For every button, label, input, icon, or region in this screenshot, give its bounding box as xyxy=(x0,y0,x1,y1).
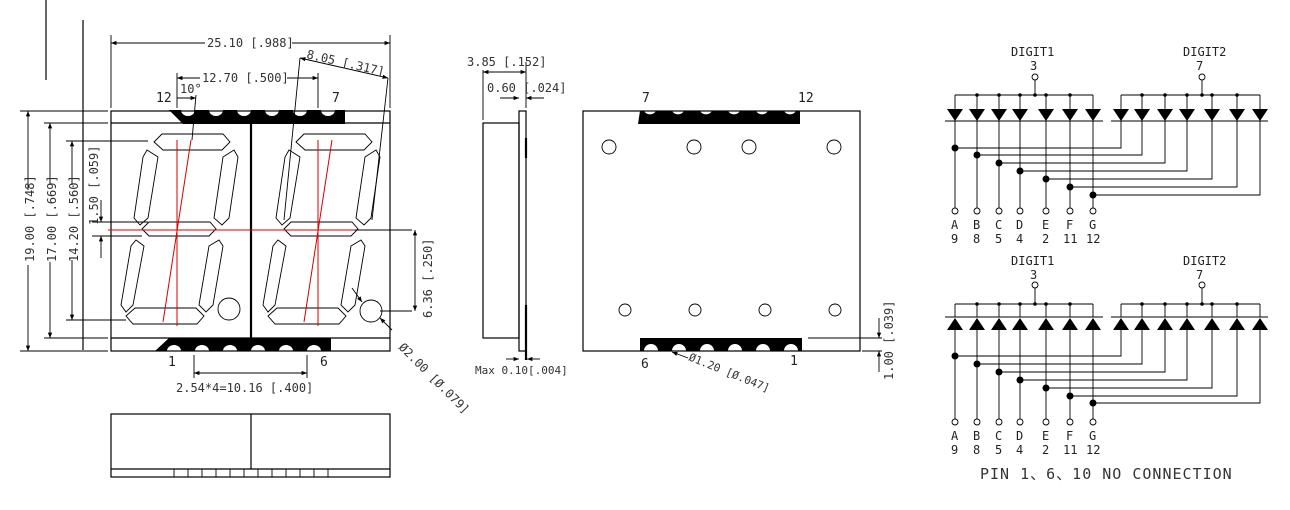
pin-num: 11 xyxy=(1063,232,1077,246)
back-pin-label-7: 7 xyxy=(642,91,650,106)
pin-num: 9 xyxy=(951,443,958,457)
seg-label-c: C xyxy=(995,218,1002,232)
pin-num: 5 xyxy=(995,232,1002,246)
pin-num: 8 xyxy=(973,232,980,246)
width-dim: 25.10 [.988] xyxy=(207,36,294,50)
pin-num: 4 xyxy=(1016,443,1023,457)
digit-2 xyxy=(262,133,383,325)
back-view: 7 12 6 1 Ø1.20 [Ø.047] 1.00 [.039] xyxy=(582,91,896,395)
pin-label-1: 1 xyxy=(168,355,176,370)
seg-label-d: D xyxy=(1016,429,1023,443)
pin-label-12: 12 xyxy=(156,91,172,106)
seg-gap-dim: 1.50 [.059] xyxy=(87,146,101,225)
slant-dim: 8.05 [.317] xyxy=(305,47,386,79)
top-pin-strip xyxy=(169,110,345,124)
seg-label-f: F xyxy=(1066,429,1073,443)
digit2-pin: 7 xyxy=(1196,59,1203,73)
seg-label-g: G xyxy=(1089,429,1096,443)
digit1-label: DIGIT1 xyxy=(1011,254,1054,268)
pin-num: 12 xyxy=(1086,443,1100,457)
seg-label-c: C xyxy=(995,429,1002,443)
digit1-pin: 3 xyxy=(1030,268,1037,282)
bottom-pin-strip xyxy=(155,338,331,351)
digit2-pin: 7 xyxy=(1196,268,1203,282)
digit2-label: DIGIT2 xyxy=(1183,45,1226,59)
pin-num: 11 xyxy=(1063,443,1077,457)
digit-pitch-dim: 12.70 [.500] xyxy=(202,71,289,85)
seg-label-b: B xyxy=(973,218,980,232)
seg-label-f: F xyxy=(1066,218,1073,232)
seg-label-d: D xyxy=(1016,218,1023,232)
slant-angle: 10° xyxy=(180,82,202,96)
height-19-dim: 19.00 [.748] xyxy=(23,175,37,262)
half-height-dim: 6.36 [.250] xyxy=(421,239,435,318)
schematic-common-cathode: DIGIT1 3 DIGIT2 7 xyxy=(945,254,1268,483)
pin-num: 12 xyxy=(1086,232,1100,246)
pin-num: 5 xyxy=(995,443,1002,457)
pin-num: 4 xyxy=(1016,232,1023,246)
pin-num: 9 xyxy=(951,232,958,246)
pin-label-6: 6 xyxy=(320,355,328,370)
digit-1 xyxy=(120,133,241,325)
max-dim: Max 0.10[.004] xyxy=(475,364,568,377)
pin-label-7: 7 xyxy=(332,91,340,106)
back-pin-label-6: 6 xyxy=(641,357,649,372)
digit1-label: DIGIT1 xyxy=(1011,45,1054,59)
digit1-pin: 3 xyxy=(1030,59,1037,73)
side-view: 3.85 [.152] 0.60 [.024] Max 0.10[.004] xyxy=(467,55,568,377)
no-connection-note: PIN 1、6、10 NO CONNECTION xyxy=(980,465,1233,483)
back-pin-label-1: 1 xyxy=(790,354,798,369)
pin-num: 8 xyxy=(973,443,980,457)
hole-diameter-dim: Ø1.20 [Ø.047] xyxy=(687,351,772,395)
pad-dim: 1.00 [.039] xyxy=(882,301,896,380)
seg-label-g: G xyxy=(1089,218,1096,232)
pin-num: 2 xyxy=(1042,443,1049,457)
board-thickness-dim: 0.60 [.024] xyxy=(487,81,566,95)
pin-pitch-dim: 2.54*4=10.16 [.400] xyxy=(176,381,313,395)
back-pin-label-12: 12 xyxy=(798,91,814,106)
seg-label-e: E xyxy=(1042,429,1049,443)
digit2-label: DIGIT2 xyxy=(1183,254,1226,268)
seg-label-a: A xyxy=(951,429,959,443)
seg-label-e: E xyxy=(1042,218,1049,232)
depth-dim: 3.85 [.152] xyxy=(467,55,546,69)
seg-label-b: B xyxy=(973,429,980,443)
pin-num: 2 xyxy=(1042,232,1049,246)
schematic-common-anode: DIGIT1 3 DIGIT2 7 xyxy=(945,45,1268,246)
bottom-view xyxy=(110,413,391,478)
front-view: 25.10 [.988] 12.70 [.500] 10° 8.05 [.317… xyxy=(20,0,472,417)
seg-label-a: A xyxy=(951,218,959,232)
height-14-dim: 14.20 [.560] xyxy=(67,175,81,262)
dp-diameter-dim: Ø2.00 [Ø.079] xyxy=(396,340,472,416)
height-17-dim: 17.00 [.669] xyxy=(45,175,59,262)
